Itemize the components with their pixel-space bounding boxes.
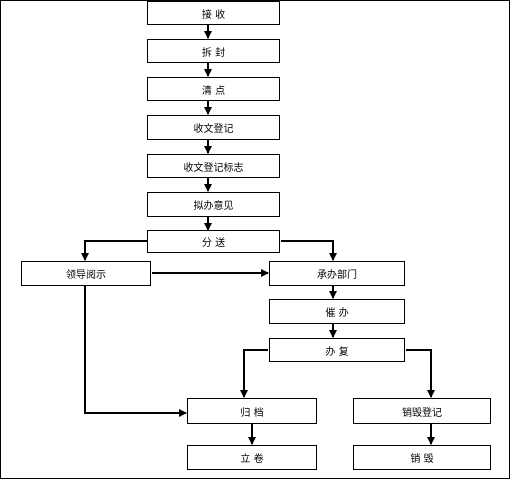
step-opinion: 拟办意见 [147, 192, 280, 217]
step-check: 清 点 [147, 77, 280, 101]
arrow-leader-archive [84, 286, 187, 417]
step-file: 立 卷 [187, 445, 317, 470]
arrow-distribute-leader [81, 240, 147, 261]
arrow-handle-archive [240, 349, 268, 398]
step-urge: 催 办 [269, 299, 405, 324]
step-register-mark: 收文登记标志 [147, 154, 280, 178]
step-handling-dept: 承办部门 [269, 261, 405, 286]
arrow-handle-destroyreg [406, 349, 435, 398]
step-leader-review: 领导阅示 [21, 261, 151, 286]
step-handle-reply: 办 复 [269, 338, 405, 362]
step-receive: 接 收 [147, 1, 280, 25]
arrow-distribute-dept [281, 240, 337, 261]
step-distribute: 分 送 [147, 230, 280, 253]
step-archive: 归 档 [187, 398, 317, 424]
step-register: 收文登记 [147, 115, 280, 140]
step-destroy-register: 销毁登记 [353, 398, 491, 424]
step-open: 拆 封 [147, 39, 280, 63]
step-destroy: 销 毁 [353, 445, 491, 470]
